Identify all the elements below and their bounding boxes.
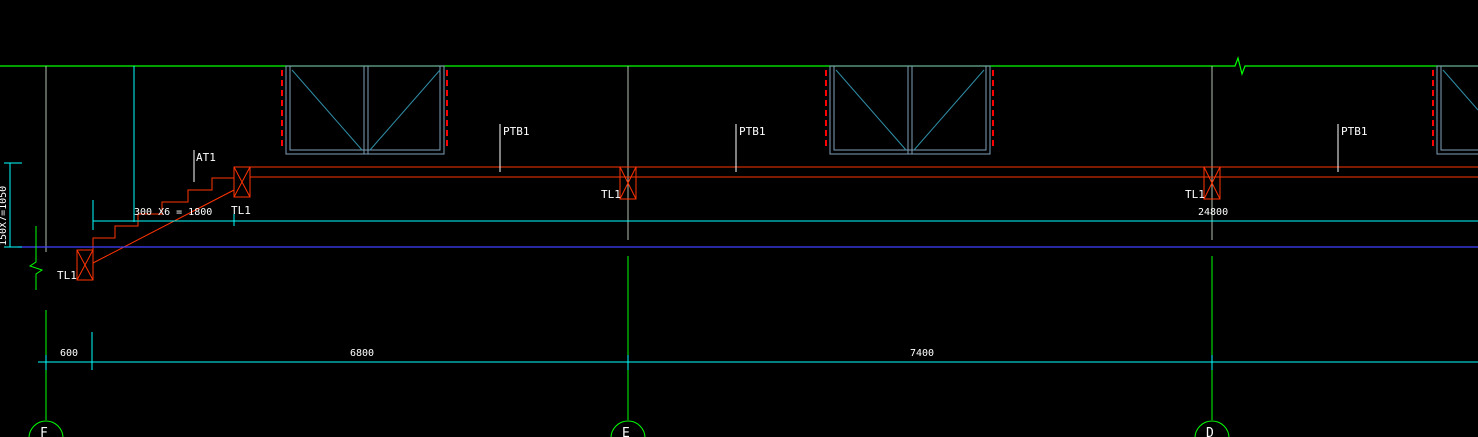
beam-label-tl1-right: TL1 [1185,188,1205,201]
bottom-dimension-line [38,332,1478,370]
slab-label-ptb1-1: PTB1 [503,125,530,138]
beam-section-tl1-stair-bottom [76,249,94,281]
upper-dimension-text: 24800 [1198,207,1228,218]
grid-bubble-e[interactable]: E [610,420,646,437]
beam-section-tl1-mid [619,166,637,200]
beam-label-tl1-stair-top: TL1 [231,204,251,217]
window-opening-3 [1432,65,1478,155]
window-opening-2 [825,65,994,155]
bottom-dim-text-6800: 6800 [350,348,374,359]
window-opening-1 [281,65,448,155]
stair-label: AT1 [196,151,216,164]
grid-bubble-d-label: D [1206,426,1214,437]
beam-label-tl1-mid: TL1 [601,188,621,201]
grid-bubble-d[interactable]: D [1194,420,1230,437]
vertical-grid-lines [45,66,1213,420]
grid-bubble-e-label: E [622,426,630,437]
bottom-dim-text-600: 600 [60,348,78,359]
beam-section-tl1-stair-top [233,166,251,198]
beam-section-tl1-right [1203,166,1221,200]
grid-bubble-f-label: F [40,426,48,437]
stair-profile [92,150,235,264]
upper-dimension-line [92,200,1478,230]
top-boundary-line [0,55,1478,77]
slab-label-ptb1-2: PTB1 [739,125,766,138]
beam-label-tl1-stair-bottom: TL1 [57,269,77,282]
bottom-dim-text-7400: 7400 [910,348,934,359]
beam-band [250,166,1478,178]
left-vertical-dimension [4,162,44,290]
stair-dimension-text: 300 X6 = 1800 [134,207,212,218]
grid-bubble-f[interactable]: F [28,420,64,437]
slab-label-ptb1-3: PTB1 [1341,125,1368,138]
slab-leaders [499,124,1339,172]
left-vertical-dimension-text: 150X7=1050 [0,186,9,246]
